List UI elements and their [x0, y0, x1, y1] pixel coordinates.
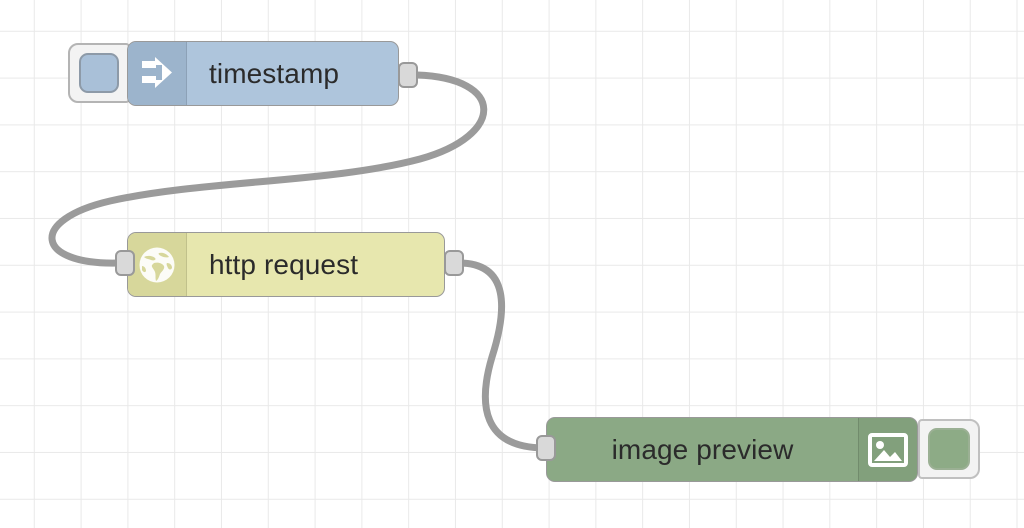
image-preview-input-port[interactable]: [536, 435, 556, 461]
node-image-preview[interactable]: image preview: [546, 417, 918, 482]
globe-icon: [128, 233, 187, 296]
node-http-request[interactable]: http request: [127, 232, 445, 297]
node-inject-timestamp[interactable]: timestamp: [127, 41, 399, 106]
node-inject-label: timestamp: [209, 57, 340, 89]
inject-node-button[interactable]: [68, 43, 130, 103]
inject-arrow-icon: [128, 42, 187, 105]
image-preview-icon: [858, 418, 917, 481]
image-preview-status-button[interactable]: [918, 419, 980, 479]
inject-button-knob: [79, 53, 119, 93]
status-button-knob: [928, 428, 970, 470]
wire-http-to-image[interactable]: [455, 259, 549, 452]
inject-output-port[interactable]: [398, 62, 418, 88]
node-http-request-label: http request: [209, 248, 359, 280]
node-image-preview-label: image preview: [611, 433, 794, 465]
http-request-input-port[interactable]: [115, 250, 135, 276]
http-request-output-port[interactable]: [444, 250, 464, 276]
